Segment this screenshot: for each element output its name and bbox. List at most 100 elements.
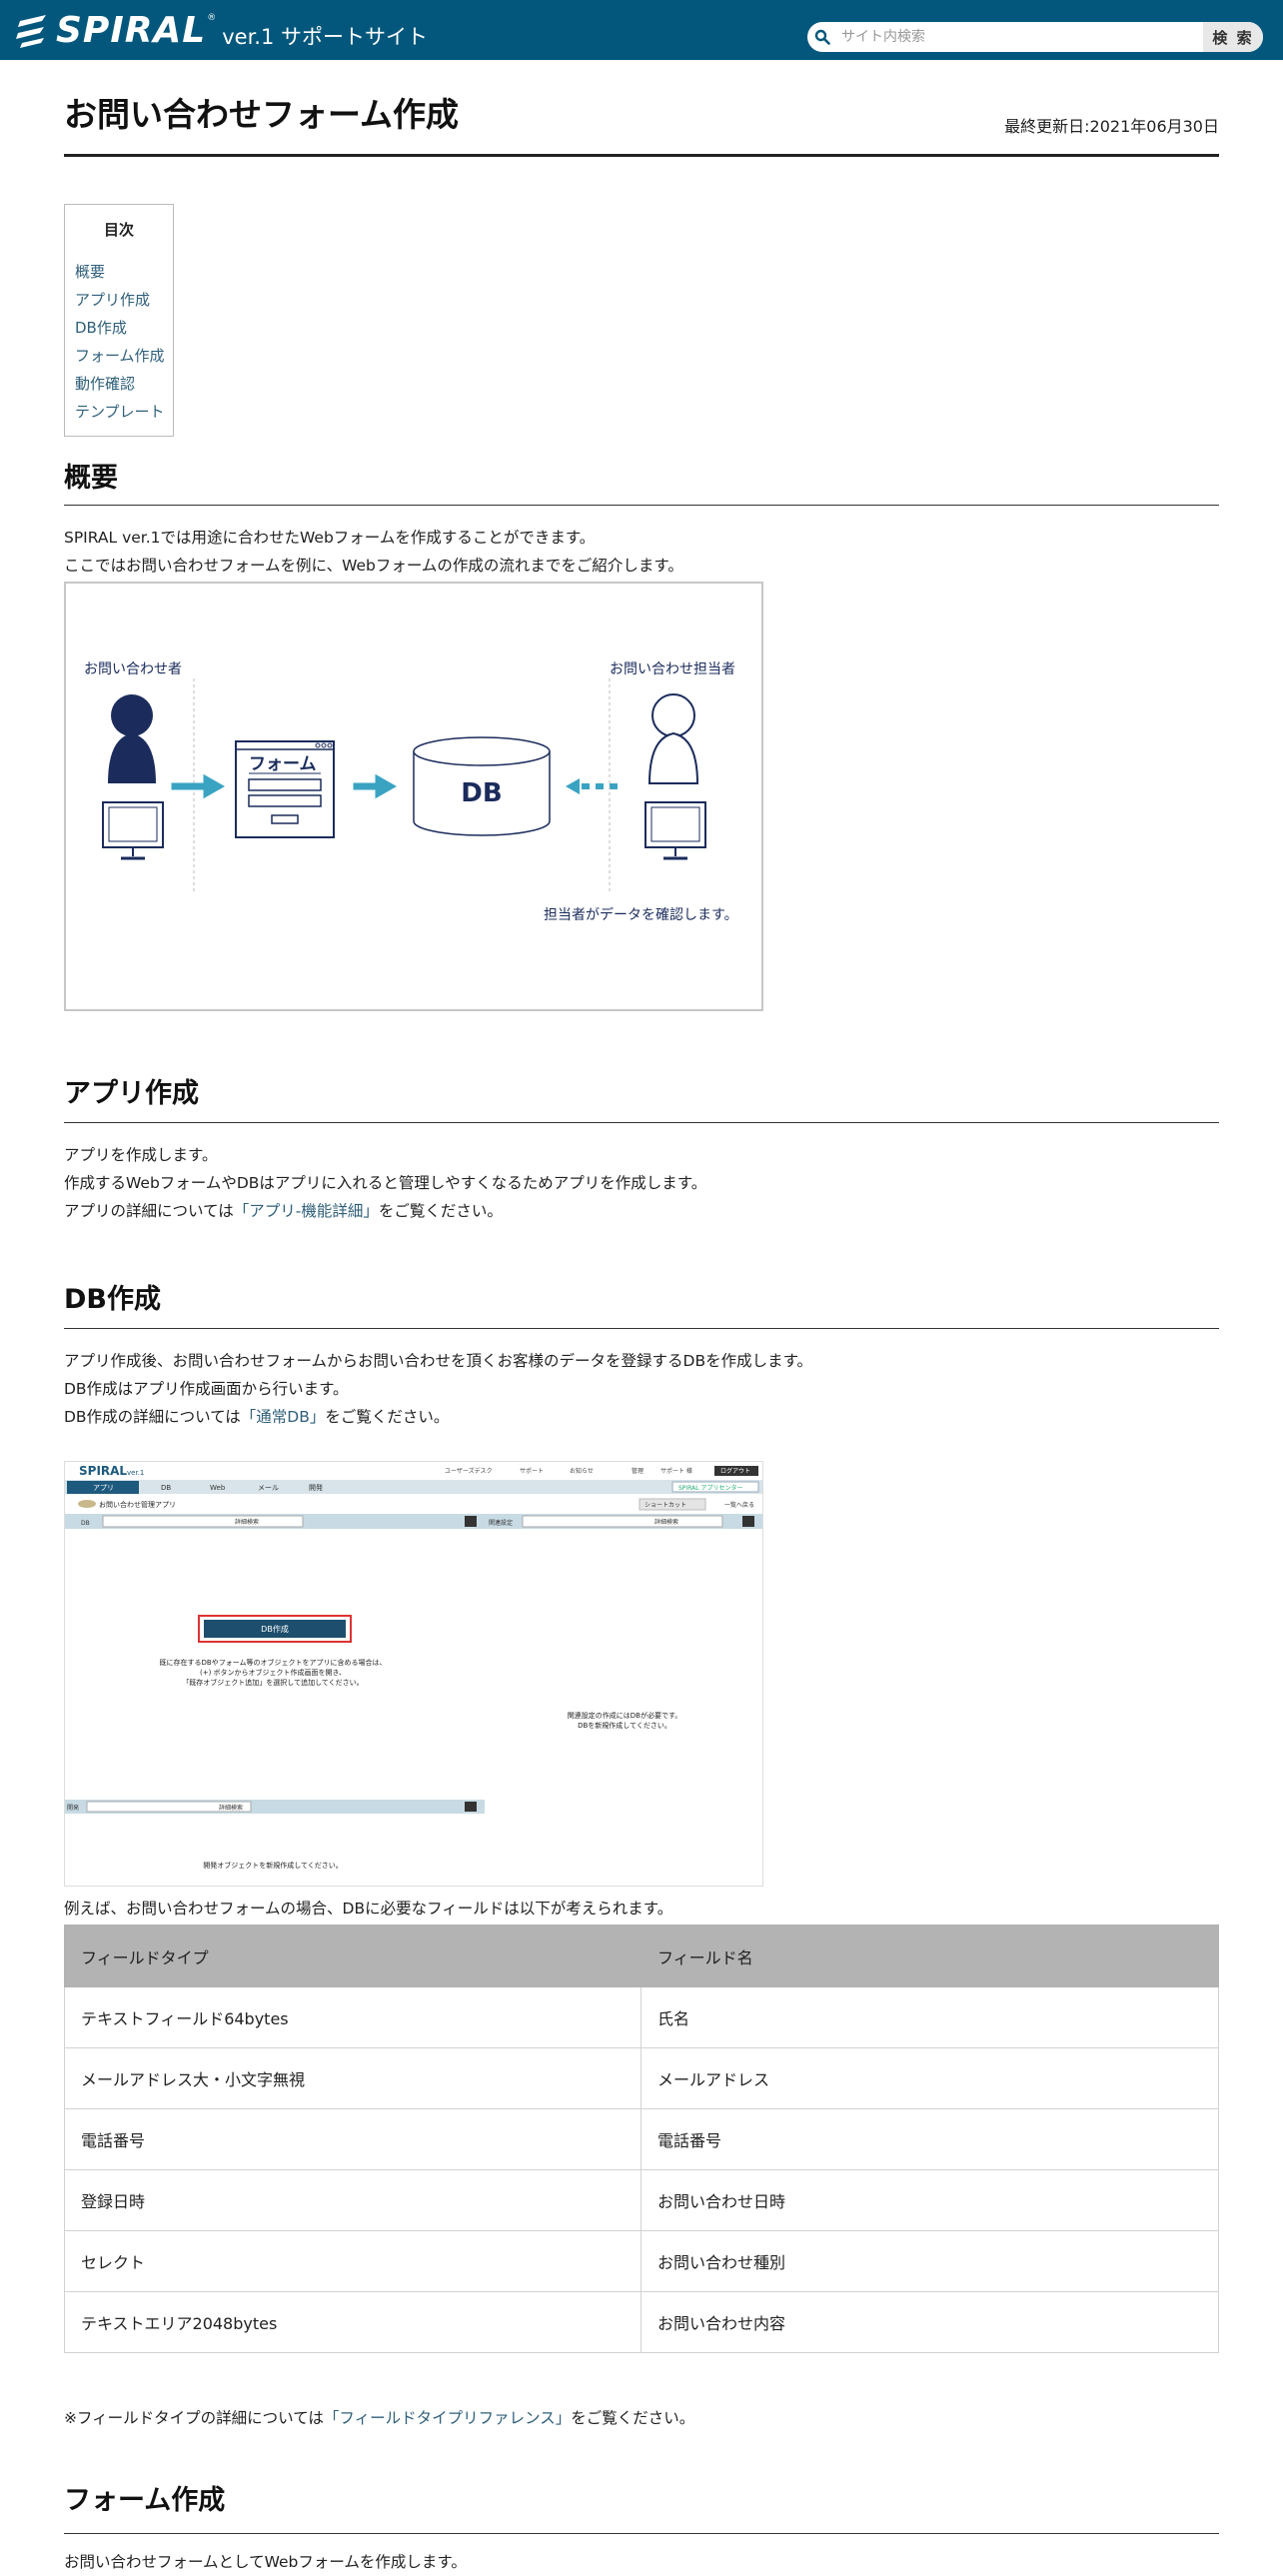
shot-link-news: お知らせ bbox=[570, 1467, 594, 1475]
table-intro: 例えば、お問い合わせフォームの場合、DBに必要なフィールドは以下が考えられます。 bbox=[64, 1900, 673, 1918]
shot-right-note-2: DBを新規作成してください。 bbox=[578, 1721, 671, 1730]
field-type-reference-link[interactable]: 「フィールドタイプリファレンス」 bbox=[323, 2409, 572, 2427]
last-updated: 最終更新日:2021年06月30日 bbox=[1004, 117, 1219, 136]
overview-text: SPIRAL ver.1では用途に合わせたWebフォームを作成することができます… bbox=[64, 524, 1219, 580]
toc-link-check[interactable]: 動作確認 bbox=[75, 375, 136, 393]
app-line-3: アプリの詳細については「アプリ-機能詳細」をご覧ください。 bbox=[64, 1197, 1219, 1225]
field-type-note-pre: ※フィールドタイプの詳細については bbox=[64, 2409, 324, 2427]
toc-link-app[interactable]: アプリ作成 bbox=[75, 291, 151, 309]
shot-db-create-button: DB作成 bbox=[261, 1624, 289, 1634]
app-detail-link[interactable]: 「アプリ-機能詳細」 bbox=[233, 1202, 379, 1220]
form-window-icon: フォーム bbox=[235, 740, 335, 838]
page-title: お問い合わせフォーム作成 bbox=[64, 95, 460, 134]
shot-right-note-1: 関連設定の作成にはDBが必要です。 bbox=[568, 1711, 682, 1720]
site-logo[interactable]: SPIRAL ® ver.1 サポートサイト bbox=[14, 8, 428, 52]
arrow-right-icon bbox=[171, 773, 226, 799]
shot-logout: ログアウト bbox=[720, 1467, 750, 1475]
section-heading-db: DB作成 bbox=[64, 1277, 1219, 1329]
shot-back: 一覧へ戻る bbox=[724, 1501, 754, 1509]
db-detail-link[interactable]: 「通常DB」 bbox=[240, 1408, 326, 1426]
shot-tab-dev: 開発 bbox=[309, 1483, 323, 1492]
logo-text: SPIRAL bbox=[56, 9, 207, 51]
db-line-3-post: をご覧ください。 bbox=[325, 1408, 450, 1426]
spiral-logo-icon bbox=[16, 15, 46, 48]
person-outline-icon bbox=[647, 693, 699, 784]
form-line-1: お問い合わせフォームとしてWebフォームを作成します。 bbox=[64, 2553, 467, 2571]
shot-db-label: DB bbox=[81, 1520, 90, 1527]
logo-subtitle: ver.1 サポートサイト bbox=[222, 25, 428, 49]
site-search: 検 索 bbox=[807, 22, 1263, 52]
search-button[interactable]: 検 索 bbox=[1203, 22, 1263, 52]
db-create-screenshot: SPIRAL ver.1 ユーザーズデスク サポート お知らせ 管理 サポート … bbox=[64, 1461, 763, 1887]
table-header-row: フィールドタイプ フィールド名 bbox=[64, 1925, 1219, 1987]
table-cell: 電話番号 bbox=[64, 2108, 642, 2170]
toc-link-overview[interactable]: 概要 bbox=[75, 263, 106, 281]
table-cell: テキストエリア2048bytes bbox=[64, 2291, 642, 2353]
shot-tab-mail: メール bbox=[258, 1484, 279, 1492]
table-cell: セレクト bbox=[64, 2230, 642, 2292]
shot-shortcut: ショートカット bbox=[644, 1502, 686, 1509]
diagram-label-inquirer: お問い合わせ者 bbox=[84, 661, 182, 677]
field-type-note: ※フィールドタイプの詳細については「フィールドタイプリファレンス」をご覧ください… bbox=[64, 2404, 1219, 2432]
table-of-contents: 目次 概要 アプリ作成 DB作成 フォーム作成 動作確認 テンプレート bbox=[64, 204, 174, 437]
toc-link-db[interactable]: DB作成 bbox=[75, 319, 127, 337]
shot-tab-db: DB bbox=[161, 1484, 171, 1492]
table-header-field-type: フィールドタイプ bbox=[64, 1925, 642, 1987]
shot-link-userdesk: ユーザーズデスク bbox=[445, 1467, 493, 1475]
shot-related-label: 関連設定 bbox=[489, 1519, 513, 1527]
section-heading-overview: 概要 bbox=[64, 456, 1219, 506]
table-row: メールアドレス大・小文字無視メールアドレス bbox=[64, 2047, 1219, 2109]
overview-diagram: お問い合わせ者 お問い合わせ担当者 bbox=[64, 582, 763, 1011]
shot-dev-label: 開発 bbox=[67, 1804, 79, 1812]
table-cell: 氏名 bbox=[641, 1986, 1219, 2048]
db-line-1: アプリ作成後、お問い合わせフォームからお問い合わせを頂くお客様のデータを登録する… bbox=[64, 1352, 813, 1370]
monitor-icon bbox=[644, 801, 706, 860]
db-screenshot-svg: SPIRAL ver.1 ユーザーズデスク サポート お知らせ 管理 サポート … bbox=[65, 1462, 762, 1870]
person-filled-icon bbox=[108, 694, 156, 783]
diagram-note: 担当者がデータを確認します。 bbox=[544, 906, 738, 923]
shot-detail-search-2: 詳細検索 bbox=[654, 1518, 678, 1526]
db-line-3-pre: DB作成の詳細については bbox=[64, 1408, 241, 1426]
shot-app-center: SPIRAL アプリセンター bbox=[678, 1484, 742, 1492]
toc-title: 目次 bbox=[103, 221, 134, 239]
shot-note-1: 既に存在するDBやフォーム等のオブジェクトをアプリに含める場合は、 bbox=[160, 1658, 387, 1667]
section-heading-form: フォーム作成 bbox=[64, 2478, 1219, 2534]
db-text: アプリ作成後、お問い合わせフォームからお問い合わせを頂くお客様のデータを登録する… bbox=[64, 1347, 1219, 1431]
app-text: アプリを作成します。 作成するWebフォームやDBはアプリに入れると管理しやすく… bbox=[64, 1141, 1219, 1225]
table-cell: 登録日時 bbox=[64, 2169, 642, 2231]
db-line-3: DB作成の詳細については「通常DB」をご覧ください。 bbox=[64, 1403, 1219, 1431]
table-header-field-name: フィールド名 bbox=[641, 1925, 1219, 1987]
app-line-1: アプリを作成します。 bbox=[64, 1146, 218, 1164]
diagram-label-staff: お問い合わせ担当者 bbox=[610, 661, 735, 677]
diagram-label-form: フォーム bbox=[249, 754, 317, 774]
database-icon: DB bbox=[413, 736, 551, 836]
diagram-label-db: DB bbox=[461, 778, 502, 808]
table-row: 登録日時お問い合わせ日時 bbox=[64, 2169, 1219, 2231]
table-cell: メールアドレス大・小文字無視 bbox=[64, 2047, 642, 2109]
table-cell: お問い合わせ日時 bbox=[641, 2169, 1219, 2231]
main-content: お問い合わせフォーム作成 最終更新日:2021年06月30日 目次 概要 アプリ… bbox=[64, 60, 1219, 2571]
app-line-3-pre: アプリの詳細については bbox=[64, 1202, 234, 1220]
shot-tab-web: Web bbox=[210, 1484, 226, 1492]
toc-link-template[interactable]: テンプレート bbox=[75, 403, 165, 421]
db-line-2: DB作成はアプリ作成画面から行います。 bbox=[64, 1380, 349, 1398]
toc-link-form[interactable]: フォーム作成 bbox=[75, 347, 165, 365]
shot-ver: ver.1 bbox=[127, 1469, 144, 1477]
arrow-left-dashed-icon bbox=[566, 778, 618, 794]
app-line-3-post: をご覧ください。 bbox=[378, 1202, 503, 1220]
overview-line-1: SPIRAL ver.1では用途に合わせたWebフォームを作成することができます… bbox=[64, 529, 596, 547]
table-row: セレクトお問い合わせ種別 bbox=[64, 2230, 1219, 2292]
shot-tab-app: アプリ bbox=[93, 1484, 114, 1492]
shot-note-2: (+) ボタンからオブジェクト作成画面を開き、 bbox=[200, 1668, 346, 1677]
shot-detail-search-3: 詳細検索 bbox=[219, 1804, 243, 1812]
table-cell: お問い合わせ種別 bbox=[641, 2230, 1219, 2292]
shot-detail-search-1: 詳細検索 bbox=[235, 1518, 259, 1526]
search-input[interactable] bbox=[837, 23, 1203, 51]
logo-registered-mark: ® bbox=[207, 13, 217, 23]
section-heading-app: アプリ作成 bbox=[64, 1071, 1219, 1123]
shot-link-support: サポート bbox=[520, 1467, 544, 1475]
table-cell: テキストフィールド64bytes bbox=[64, 1986, 642, 2048]
shot-link-admin: 管理 bbox=[632, 1467, 643, 1475]
